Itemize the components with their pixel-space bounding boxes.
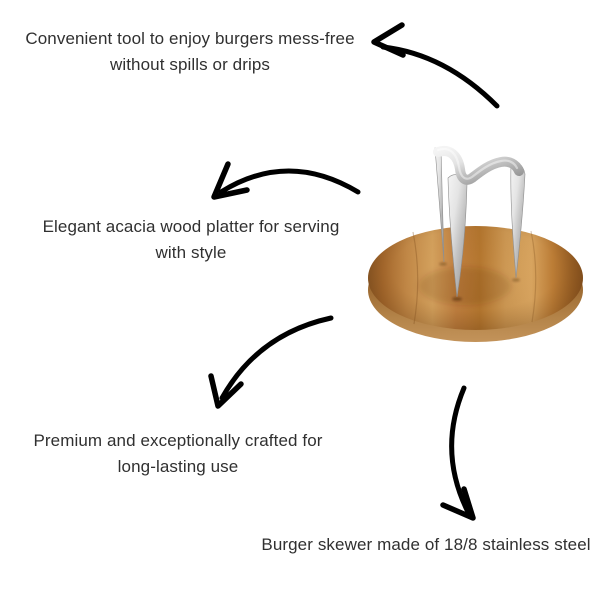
annotation-platter: Elegant acacia wood platter for serving … <box>14 214 368 266</box>
annotation-mess-free: Convenient tool to enjoy burgers mess-fr… <box>8 26 372 78</box>
annotation-mess-free-line1: Convenient tool to enjoy burgers mess-fr… <box>25 29 355 48</box>
annotation-steel-line1: Burger skewer made of 18/8 stainless ste… <box>261 535 591 554</box>
annotation-mess-free-line2: without spills or drips <box>109 55 271 74</box>
stainless-steel-skewer <box>433 146 526 298</box>
product-image-burger-skewer-platter <box>368 146 583 342</box>
annotation-steel: Burger skewer made of 18/8 stainless ste… <box>246 532 600 558</box>
skewer-tip-shadow <box>452 297 462 301</box>
annotation-premium-line2: long-lasting use <box>117 457 239 476</box>
annotation-premium-line1: Premium and exceptionally crafted for <box>33 431 323 450</box>
acacia-wood-platter <box>368 226 583 342</box>
curved-arrow-pointing-down-icon <box>440 385 476 521</box>
annotation-premium: Premium and exceptionally crafted for lo… <box>6 428 350 480</box>
skewer-tip-shadow <box>439 262 447 266</box>
skewer-tip-shadow <box>512 278 520 282</box>
annotation-platter-line1: Elegant acacia wood platter for serving <box>42 217 340 236</box>
curved-arrow-pointing-left-icon <box>371 22 500 109</box>
curved-arrow-pointing-down-left-icon <box>208 315 334 409</box>
curved-arrow-pointing-down-left-icon <box>211 161 361 200</box>
annotation-platter-line2: with style <box>155 243 227 262</box>
